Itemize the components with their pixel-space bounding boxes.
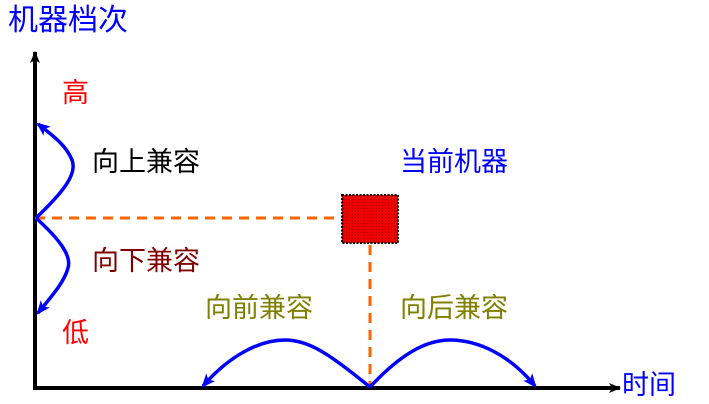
- x-axis-title: 时间: [622, 370, 676, 401]
- downward-compat-arrow: [34, 216, 71, 315]
- upward-compat-arrow: [34, 122, 75, 220]
- current-machine-label: 当前机器: [400, 147, 508, 178]
- upward-compat-label: 向上兼容: [92, 147, 200, 178]
- low-label: 低: [62, 318, 89, 349]
- current-machine-box: [341, 194, 399, 244]
- high-label: 高: [62, 78, 89, 109]
- backward-compat-arrow: [368, 338, 537, 389]
- forward-compat-arrow: [201, 338, 372, 389]
- y-axis-title: 机器档次: [8, 3, 128, 38]
- backward-compat-label: 向后兼容: [400, 293, 508, 324]
- forward-compat-label: 向前兼容: [205, 293, 313, 324]
- downward-compat-label: 向下兼容: [92, 246, 200, 277]
